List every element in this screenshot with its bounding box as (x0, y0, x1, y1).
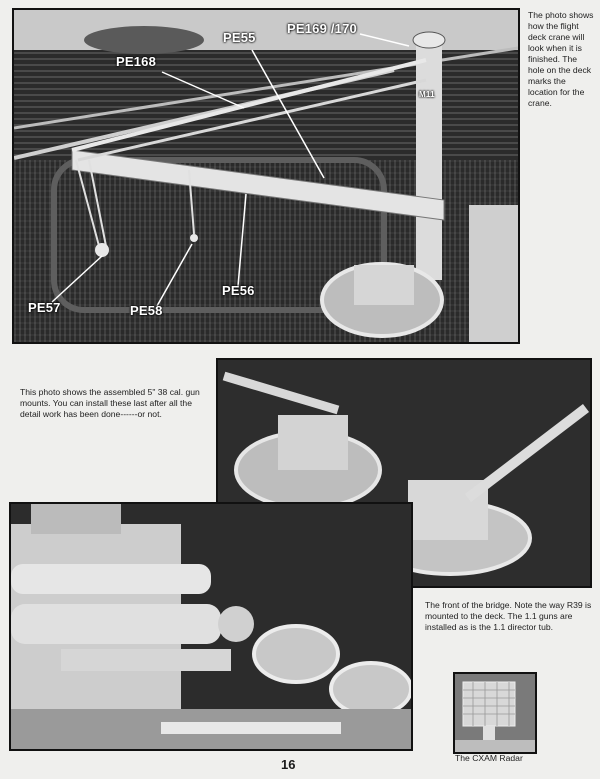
caption-cxam-radar: The CXAM Radar (455, 753, 523, 763)
callout-pe169-170: PE169 /170 (287, 21, 357, 36)
callout-pe58: PE58 (130, 303, 163, 318)
radar-photo-image (455, 674, 535, 752)
callout-pe168: PE168 (116, 54, 157, 69)
callout-pe57: PE57 (28, 300, 61, 315)
page-number: 16 (281, 757, 296, 772)
photo-bridge-front (9, 502, 413, 751)
bridge-photo-image (11, 504, 411, 749)
crane-photo-image (14, 10, 518, 342)
photo-cxam-radar (453, 672, 537, 754)
caption-flight-deck-crane: The photo shows how the flight deck cran… (528, 10, 594, 108)
callout-m11: M11 (419, 90, 435, 99)
caption-gun-mounts: This photo shows the assembled 5" 38 cal… (20, 387, 200, 419)
photo-flight-deck-crane (12, 8, 520, 344)
callout-pe56: PE56 (222, 283, 255, 298)
caption-bridge-front: The front of the bridge. Note the way R3… (425, 600, 592, 632)
callout-pe55: PE55 (223, 30, 256, 45)
